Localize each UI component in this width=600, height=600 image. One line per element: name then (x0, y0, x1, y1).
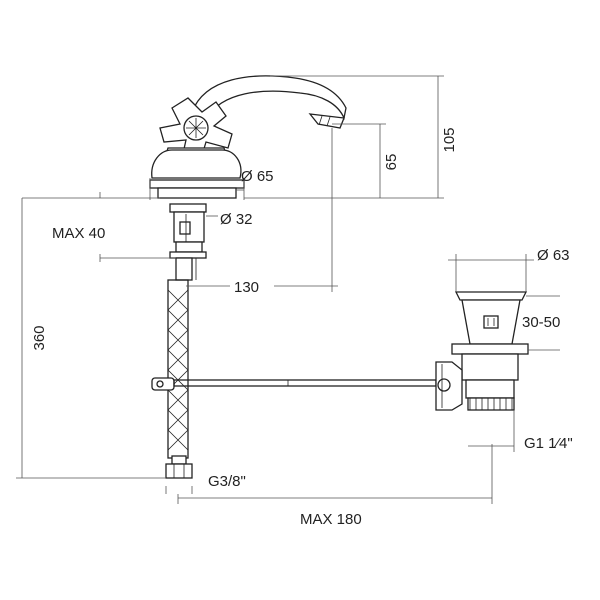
rod-bar (173, 379, 437, 387)
shank-assembly (165, 203, 207, 479)
faucet-dome (151, 149, 242, 179)
dim-label-hose-thread: G3/8" (208, 473, 246, 490)
rod-connector (435, 361, 463, 411)
dim-label-spout-reach: 130 (234, 279, 259, 296)
dim-label-max-width: MAX 180 (300, 511, 362, 528)
base-plate (149, 179, 245, 189)
dim-label-shank-diameter: Ø 32 (220, 211, 253, 228)
base-ring (157, 187, 237, 199)
dim-label-waste-diameter: Ø 63 (537, 247, 570, 264)
dim-label-height-total: 105 (441, 127, 458, 152)
hose-nut (165, 463, 193, 479)
washer (169, 203, 207, 213)
spout (191, 75, 347, 121)
dim-label-hose-length: 360 (31, 325, 48, 350)
dimension-lines (16, 75, 560, 504)
dim-label-waste-range: 30-50 (522, 314, 560, 331)
spout-aerator (308, 113, 345, 129)
dim-label-max-thickness: MAX 40 (52, 225, 105, 242)
dim-label-waste-thread: G1 1⁄4" (524, 435, 573, 452)
waste-flange (454, 291, 528, 301)
waste-assembly (435, 291, 529, 411)
waste-nut (451, 343, 529, 355)
dim-label-spout-height: 65 (383, 154, 400, 171)
waste-thread (467, 397, 515, 411)
popup-rod (151, 377, 437, 391)
faucet-body (149, 75, 347, 199)
handle-hub (183, 115, 209, 141)
dim-label-base-diameter: Ø 65 (241, 168, 274, 185)
